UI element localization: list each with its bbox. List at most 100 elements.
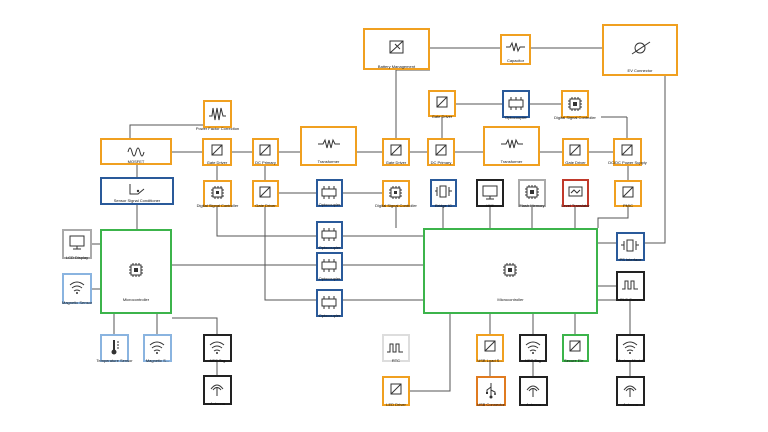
thermometer-icon [111,340,119,355]
ev-connector-block[interactable]: EV Connector [602,24,678,76]
monitor-icon [69,235,85,250]
capacitor-block[interactable]: Capacitor [500,34,531,65]
wire-gd2-bms [395,69,430,138]
optocoupler-2-label: Optocoupler [318,245,341,250]
secure-ele-label: Secure Ele... [564,358,587,363]
transformer-1-block[interactable]: Transformer [300,126,357,166]
bridge-ic-block[interactable]: Bridge IC [430,179,457,208]
crystal-icon [621,239,639,252]
usb-connector-label: USB Connector [477,402,505,407]
switch-icon [569,340,581,352]
nfc-tag-right-label: NFC Tag [525,358,541,363]
dsc-mid-block[interactable]: Digital Signal Controller [375,180,417,208]
nfc-tag-right-block[interactable]: NFC Tag [519,334,547,363]
magnetic-s-label: Magnetic S... [145,358,170,363]
power-factor-correction-block[interactable]: Power Factor Correction [196,100,239,131]
optocoupler-icon [508,97,524,110]
ev-connector-label: EV Connector [627,68,653,73]
nfc-tag-left-label: NFC Tag [209,358,226,363]
monitor-icon [482,185,498,200]
pulse-icon [622,280,638,290]
gate-driver-top-block[interactable]: Gate Driver [428,90,456,119]
gate-driver-4-block[interactable]: Gate Driver [252,180,279,208]
temperature-sensor-block[interactable]: Temperature Sensor [96,334,133,363]
chip-icon [525,185,539,199]
level-translator-label: Level Translator [561,203,590,208]
transformer-2-label: Transformer [500,159,523,164]
magnetic-s-block[interactable]: Magnetic S... [143,334,172,363]
wireless-icon [69,281,85,294]
led-driver-block[interactable]: LED Driver [382,376,410,407]
filter-icon [129,184,145,195]
antenna-mid-block[interactable]: Antenna [519,376,548,407]
antenna-left-block[interactable]: Antenna [203,375,232,406]
gate-driver-3-block[interactable]: Gate Driver [562,138,589,166]
chip-icon [211,186,224,199]
magnetic-sensor-block[interactable]: Magnetic Sensor [62,273,92,305]
wireless-module-block[interactable]: Wireless Module [616,334,645,363]
microcontroller-main-block[interactable]: Microcontroller [423,228,598,314]
pmic-block[interactable]: PMIC [614,180,642,208]
wire-gd4-opto4 [264,207,316,301]
usb-connector-block[interactable]: USB Connector [476,376,506,407]
bridge-ic-label: Bridge IC [435,203,452,208]
optocoupler-1-block[interactable]: Optocoupler [316,179,343,207]
optocoupler-2-block[interactable]: Optocoupler [316,221,343,250]
wire-pmic-mcu [597,207,629,228]
switch-icon [622,186,634,198]
flash-memory-label: Flash Memory [519,203,545,208]
switch-icon [436,96,448,108]
transformer-2-block[interactable]: Transformer [483,126,540,166]
dsc-left-block[interactable]: Digital Signal Controller [197,180,238,208]
optocoupler-top-block[interactable]: Optocoupler [502,90,530,120]
usb-load-s-label: USB Load S... [477,358,503,363]
dc-primary-2-block[interactable]: DC Primary [427,138,455,166]
optocoupler-icon [321,296,337,309]
lcd-display-label: LCD Display [65,255,89,260]
antenna-right-block[interactable]: Antenna [616,376,645,407]
optocoupler-3-block[interactable]: Optocoupler [316,252,343,281]
antenna-icon [526,385,540,397]
level-icon [568,186,583,197]
hmi-block[interactable]: HMI [476,179,504,208]
flash-memory-block[interactable]: Flash Memory [518,179,546,208]
resistor-icon [501,138,523,149]
level-translator-block[interactable]: Level Translator [561,179,590,208]
switch-icon [435,144,447,156]
ps-interface-block[interactable]: PS Interface [616,232,645,262]
wire-mcu-led [410,314,451,392]
gate-driver-1-block[interactable]: Gate Driver [202,138,232,166]
plc-comm-block[interactable]: PLC Comm [616,271,645,302]
usb-load-s-block[interactable]: USB Load S... [476,334,504,363]
sensor-signal-conditioner-label: Sensor Signal Conditioner [113,198,161,203]
dc-primary-1-block[interactable]: DC Primary [252,138,279,166]
battery-management-block[interactable]: Battery Management [363,28,430,70]
sensor-signal-conditioner-block[interactable]: Sensor Signal Conditioner [100,177,174,205]
microcontroller-left-block[interactable]: Microcontroller [100,229,172,314]
magnetic-sensor-label: Magnetic Sensor [61,300,92,305]
optocoupler-4-label: Optocoupler [318,313,341,318]
pmic-label: PMIC [623,203,633,208]
dc-dc-power-supply-block[interactable]: DC/DC Power Supply [608,138,647,166]
switch-icon [569,144,581,156]
wire-dsc-dcdc [601,116,628,138]
switch-icon [259,186,271,198]
optocoupler-4-block[interactable]: Optocoupler [316,289,343,318]
dc-primary-2-label: DC Primary [430,160,452,165]
transformer-1-label: Transformer [317,159,340,164]
rtc-block[interactable]: RTC [382,334,410,363]
optocoupler-icon [321,186,337,199]
connector-icon [631,41,651,55]
wire-mcu-wm [598,299,631,334]
gate-driver-2-label: Gate Driver [385,160,407,165]
secure-ele-block[interactable]: Secure Ele... [562,334,589,363]
crystal-icon [435,185,452,198]
nfc-tag-left-block[interactable]: NFC Tag [203,334,232,363]
dsc-top-block[interactable]: Digital Signal Controller [554,90,596,120]
gate-driver-2-block[interactable]: Gate Driver [382,138,410,166]
hmi-label: HMI [486,203,494,208]
switch-icon [259,144,271,156]
lcd-display-block[interactable]: LCD Display [62,229,92,260]
mosfet-block[interactable]: MOSFET [100,138,172,165]
dsc-mid-label: Digital Signal Controller [375,203,417,208]
